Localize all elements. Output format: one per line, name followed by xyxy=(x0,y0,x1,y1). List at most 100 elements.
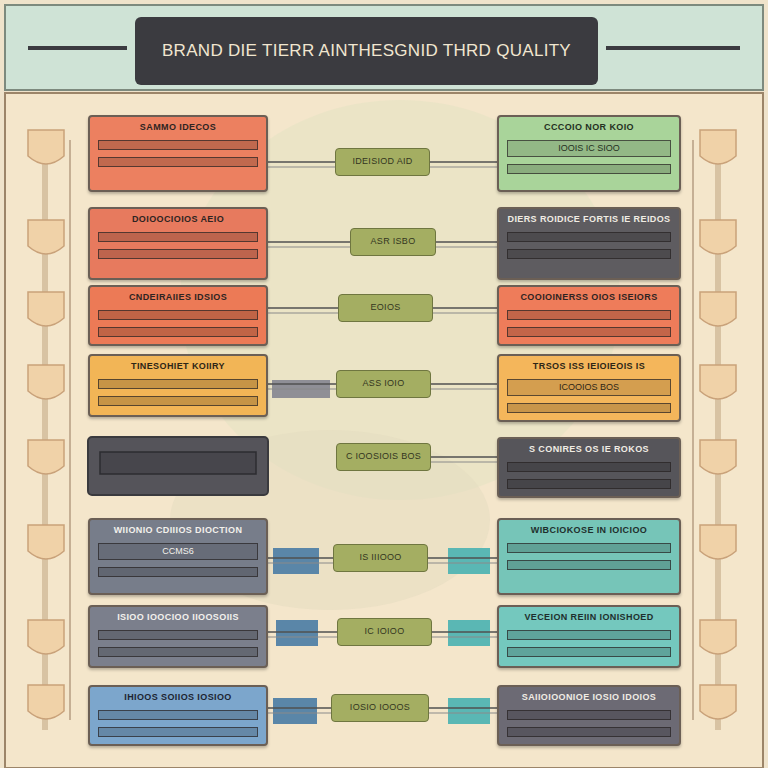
box-bar xyxy=(98,310,258,320)
box-bar xyxy=(507,630,671,640)
connector-shadow xyxy=(431,389,497,390)
connector-shadow xyxy=(431,462,497,463)
side-tab xyxy=(28,620,64,654)
connector xyxy=(268,308,338,313)
connector-shadow xyxy=(268,563,333,564)
connector-shadow xyxy=(268,713,331,714)
title-rule xyxy=(28,46,127,50)
label-text: IC IOIOO xyxy=(344,626,425,636)
connector-shadow xyxy=(429,713,497,714)
box-bar xyxy=(98,232,258,242)
connector-shadow xyxy=(268,247,350,248)
blank-bar xyxy=(100,452,256,474)
connector-line xyxy=(268,383,336,385)
connector xyxy=(431,457,497,462)
connector-line xyxy=(268,631,337,633)
box-bar xyxy=(507,560,671,570)
box-bar xyxy=(507,727,671,737)
side-line xyxy=(692,140,694,720)
box-bar xyxy=(507,710,671,720)
box-heading: DIERS ROIDICE FORTIS IE REIDOS xyxy=(507,214,671,225)
process-box: SAMMO IDECOS xyxy=(88,115,268,192)
side-tab xyxy=(700,685,736,719)
box-bar xyxy=(98,567,258,577)
title-text: BRAND DIE TIERR AINTHESGNID THRD QUALITY xyxy=(162,41,571,61)
label-text: IDEISIOD AID xyxy=(342,156,423,166)
label-text: ASS IOIO xyxy=(343,378,424,388)
box-bar xyxy=(507,543,671,553)
box-bar xyxy=(98,379,258,389)
box-bar xyxy=(507,479,671,489)
process-box: VECEION REIIN IONISHOED xyxy=(497,605,681,668)
process-box: DIERS ROIDICE FORTIS IE REIDOS xyxy=(497,207,681,280)
connector-shadow xyxy=(268,389,336,390)
teal-square xyxy=(448,698,490,724)
teal-square xyxy=(448,548,490,574)
side-tab xyxy=(700,220,736,254)
side-line xyxy=(69,140,71,720)
side-tab xyxy=(700,130,736,164)
box-bar xyxy=(98,396,258,406)
label-text: IOSIO IOOOS xyxy=(338,702,422,712)
box-bar-text: CCMS6 xyxy=(98,543,258,560)
connector xyxy=(429,708,497,713)
side-tab xyxy=(700,525,736,559)
label-box: IDEISIOD AID xyxy=(335,148,430,176)
process-box: WIIONIO CDIIIOS DIOCTIONCCMS6 xyxy=(88,518,268,595)
process-box: TINESOHIET KOIIRY xyxy=(88,354,268,417)
label-text: ASR ISBO xyxy=(357,236,429,246)
process-box: S CONIRES OS IE ROKOS xyxy=(497,437,681,498)
title-rule xyxy=(606,46,740,50)
main-panel xyxy=(5,93,763,768)
connector-line xyxy=(436,241,497,243)
box-bar xyxy=(507,232,671,242)
connector-line xyxy=(431,456,497,458)
connector-shadow xyxy=(268,167,335,168)
label-box: C IOOSIOIS BOS xyxy=(336,443,431,471)
connector-line xyxy=(429,707,497,709)
box-bar xyxy=(507,164,671,174)
box-heading: CCCOIO NOR KOIO xyxy=(507,122,671,133)
connector xyxy=(436,242,497,247)
process-box: DOIOOCIOIOS AEIO xyxy=(88,207,268,280)
box-bar-text: ICOOIOS BOS xyxy=(507,379,671,396)
label-box: IS IIIOOO xyxy=(333,544,428,572)
box-bar xyxy=(98,157,258,167)
connector-shadow xyxy=(428,563,497,564)
box-bar xyxy=(98,727,258,737)
process-box: SAIIOIOONIOE IOSIO IDOIOS xyxy=(497,685,681,746)
box-bar xyxy=(507,310,671,320)
connector xyxy=(432,632,497,637)
side-tab xyxy=(28,365,64,399)
label-box: IC IOIOO xyxy=(337,618,432,646)
box-bar xyxy=(98,249,258,259)
box-bar xyxy=(507,327,671,337)
box-heading: IHIOOS SOIIOS IOSIOO xyxy=(98,692,258,703)
connector-line xyxy=(431,383,497,385)
box-heading: TINESOHIET KOIIRY xyxy=(98,361,258,372)
box-heading: S CONIRES OS IE ROKOS xyxy=(507,444,671,455)
connector xyxy=(268,632,337,637)
box-heading: CNDEIRAIIES IDSIOS xyxy=(98,292,258,303)
connector-line xyxy=(428,557,497,559)
box-heading: ISIOO IOOCIOO IIOOSOIIS xyxy=(98,612,258,623)
label-text: IS IIIOOO xyxy=(340,552,421,562)
process-box: ISIOO IOOCIOO IIOOSOIIS xyxy=(88,605,268,668)
connector-shadow xyxy=(430,167,497,168)
side-tab xyxy=(700,440,736,474)
label-text: EOIOS xyxy=(345,302,426,312)
label-box: EOIOS xyxy=(338,294,433,322)
process-box: WIBCIOKOSE IN IOICIOO xyxy=(497,518,681,595)
box-bar xyxy=(98,140,258,150)
box-bar xyxy=(98,647,258,657)
side-tab xyxy=(28,525,64,559)
connector xyxy=(268,242,350,247)
side-tabs xyxy=(28,130,736,719)
connector-shadow xyxy=(268,637,337,638)
connector xyxy=(430,162,497,167)
blank-box xyxy=(88,437,268,495)
connector-line xyxy=(432,631,497,633)
